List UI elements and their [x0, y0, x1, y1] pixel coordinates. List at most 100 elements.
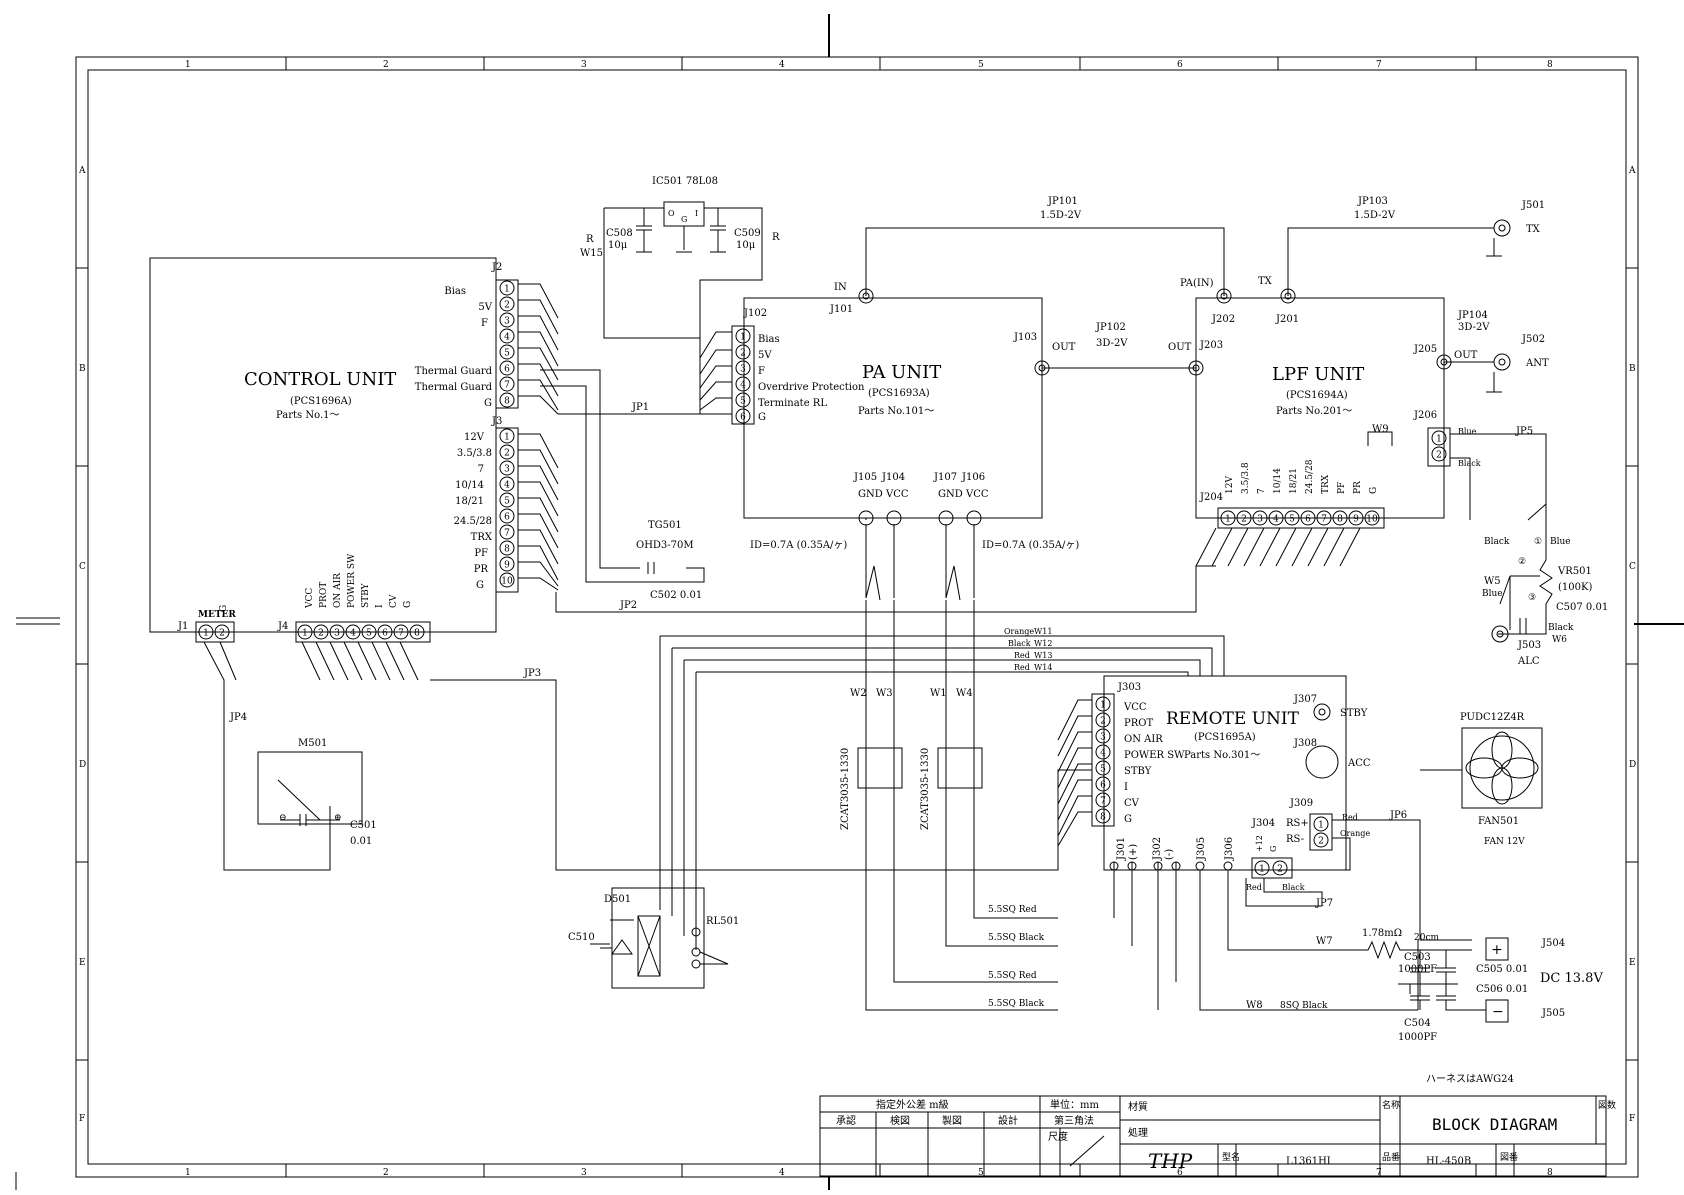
j4-pin-number: 8: [414, 629, 420, 639]
j4-pin-label: CV: [389, 594, 399, 608]
power-wire-label: 5.5SQ Red: [988, 905, 1037, 915]
j205-label: J205: [1413, 344, 1437, 355]
pa-in-port-label: PA(IN): [1180, 278, 1214, 289]
col-label: 2: [383, 60, 389, 70]
name-label: 名称: [1382, 1099, 1400, 1111]
j3-pin-label: G: [476, 580, 484, 591]
control-unit-title: CONTROL UNIT: [244, 369, 396, 390]
j204-pin: [1364, 510, 1380, 526]
col-label: 2: [383, 1168, 389, 1178]
jp3-label: JP3: [523, 668, 541, 679]
j4-pin: [345, 624, 361, 640]
j2-pin: [499, 360, 515, 376]
j204-pin-number: 4: [1273, 515, 1279, 525]
j303-pin: [1095, 728, 1111, 744]
j204-pin-label: 3.5/3.8: [1241, 462, 1251, 494]
pa-unit-pcb: (PCS1693A): [868, 388, 930, 399]
j202-label: J202: [1211, 314, 1235, 325]
j204-pin-label: 12V: [1225, 476, 1235, 494]
j102-pin-number: 4: [740, 381, 746, 391]
j104-label: J104: [881, 472, 905, 483]
j309-pin: [1313, 832, 1329, 848]
j3-pin-number: 2: [504, 449, 510, 459]
j309-wire: Orange: [1340, 829, 1370, 838]
j102-pin-label: F: [758, 366, 765, 377]
inspect-label: 検図: [890, 1114, 910, 1127]
col-label: 8: [1547, 1168, 1553, 1178]
j3-pin-number: 1: [504, 433, 510, 443]
id-label: ID=0.7A (0.35A/ヶ): [982, 540, 1079, 551]
j2-pin-label: Thermal Guard: [415, 382, 493, 393]
j2-pin: [499, 392, 515, 408]
rs-plus-label: RS+: [1286, 818, 1309, 829]
scale-label: 尺度: [1048, 1130, 1068, 1143]
j309-pin-number: 2: [1318, 837, 1324, 847]
j203-label: J203: [1199, 340, 1223, 351]
c509-label: C509: [734, 228, 761, 239]
ferrite-label: ZCAT3035-1330: [840, 748, 851, 830]
j102-pin: [735, 392, 751, 408]
j2-pin: [499, 280, 515, 296]
j3-pin-number: 10: [501, 577, 513, 587]
j204-pin: [1348, 510, 1364, 526]
j204-pin: [1220, 510, 1236, 526]
jp104-label: JP104: [1457, 310, 1488, 321]
company-logo: THP: [1148, 1149, 1193, 1173]
j102-label: J102: [743, 308, 767, 319]
j206-wire: Blue: [1458, 427, 1477, 436]
j301-sign: (+): [1128, 844, 1139, 860]
inner-frame: [87, 69, 1627, 1165]
j303-pin: [1095, 760, 1111, 776]
j204-pin: [1252, 510, 1268, 526]
approve-label: 承認: [836, 1114, 856, 1127]
j204-pin-label: 24.5/28: [1305, 459, 1315, 494]
harness-color: Red: [1014, 663, 1030, 672]
j2-pin: [499, 312, 515, 328]
j1-pin: [198, 624, 214, 640]
j2-pin-number: 4: [504, 333, 510, 343]
j102-pin-label: 5V: [758, 350, 772, 361]
lpf-unit-title: LPF UNIT: [1272, 364, 1364, 385]
j2-pin-label: F: [481, 318, 488, 329]
j4-pin: [297, 624, 313, 640]
j102-pin: [735, 344, 751, 360]
j3-pin: [499, 524, 515, 540]
j309-label: J309: [1289, 798, 1313, 809]
gnd-label: GND: [938, 489, 963, 500]
j2-pin: [499, 344, 515, 360]
j204-pin-number: 10: [1366, 515, 1378, 525]
part-number: HL-450B: [1426, 1156, 1471, 1167]
j304-wire: Black: [1282, 883, 1305, 892]
j204-pin-number: 6: [1305, 515, 1311, 525]
model-number: L1361HI: [1286, 1156, 1331, 1167]
j3-pin-number: 3: [504, 465, 510, 475]
vcc-label: VCC: [885, 489, 909, 500]
jp103-label: JP103: [1357, 196, 1388, 207]
j206-pin: [1431, 446, 1447, 462]
row-label: C: [1629, 562, 1636, 572]
j303-pin: [1095, 792, 1111, 808]
j102-pin: [735, 408, 751, 424]
jp102-type: 3D-2V: [1096, 338, 1128, 349]
r-label: R: [586, 234, 594, 245]
jp6-label: JP6: [1389, 810, 1407, 821]
j304-wire: Red: [1246, 883, 1262, 892]
harness-wire: W13: [1034, 651, 1052, 660]
jp101-type: 1.5D-2V: [1040, 210, 1082, 221]
row-label: E: [79, 958, 86, 968]
stby-label: STBY: [1340, 708, 1368, 719]
j102-pin: [735, 328, 751, 344]
j204-pin-number: 3: [1257, 515, 1263, 525]
j204-pin: [1316, 510, 1332, 526]
j206-pin: [1431, 430, 1447, 446]
j102-pin-label: Terminate RL: [758, 398, 827, 409]
j3-pin-number: 5: [504, 497, 510, 507]
jp103-type: 1.5D-2V: [1354, 210, 1396, 221]
j303-pin-label: ON AIR: [1124, 734, 1163, 745]
dc-plus-symbol: +: [1491, 942, 1503, 958]
pa-unit-parts: Parts No.101～: [858, 406, 934, 417]
j304-pin: G: [1269, 846, 1278, 852]
j303-pin: [1095, 776, 1111, 792]
row-label: C: [79, 562, 86, 572]
